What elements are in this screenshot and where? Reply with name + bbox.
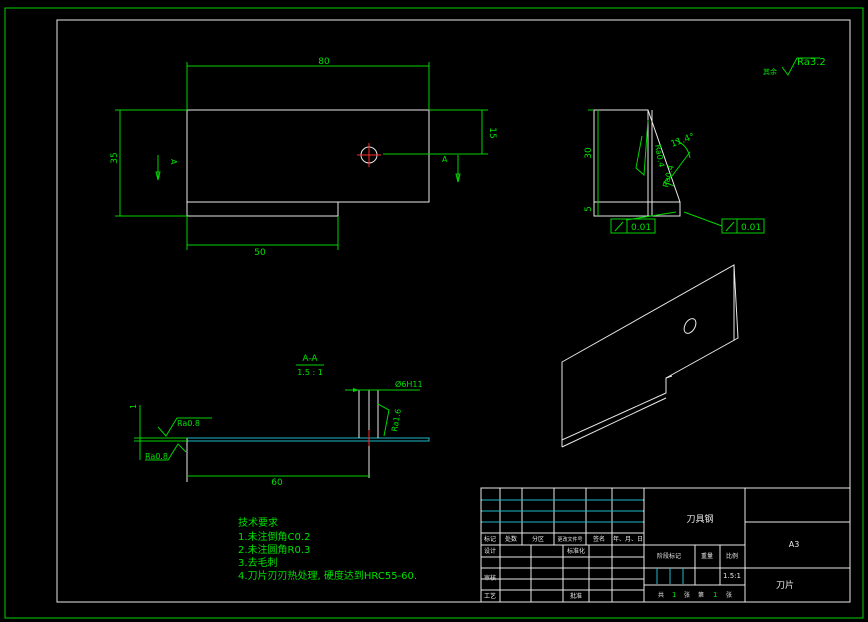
tb-sheets-total: 1: [672, 591, 676, 599]
tb-header: 更改文件号: [557, 536, 582, 543]
tolerance-right: 0.01: [741, 223, 761, 233]
front-view: 80 35 15 50 A A: [110, 57, 497, 258]
tolerance-frame-right: [721, 218, 765, 234]
iso-hole: [683, 318, 697, 334]
outer-frame: [4, 7, 864, 619]
dim-left-height: 35: [110, 152, 120, 163]
tb-sheets-unit1: 张: [684, 591, 690, 599]
tb-header: 年、月、日: [613, 535, 643, 543]
isometric-view: [561, 264, 739, 448]
section-view: A-A 1.5 : 1 Ø6H11 Ra1.6 60 1 Ra0.8 Ra0.8: [129, 354, 430, 488]
tb-sheets-total-label: 共: [658, 591, 664, 599]
tb-stage-label: 阶段标记: [657, 552, 681, 560]
tb-weight-label: 重量: [701, 552, 713, 560]
general-roughness: 其余 Ra3.2: [763, 57, 826, 76]
tb-material: 刀具钢: [686, 513, 713, 525]
side-view: 30 5 11.4° Ra0.4 Ra0.4 0.01 0.01: [584, 109, 765, 234]
section-strip: [186, 437, 430, 442]
roughness-hole: Ra1.6: [390, 408, 403, 432]
section-mark-left: A: [169, 159, 178, 165]
tb-header: 签名: [593, 535, 605, 543]
front-blade-strip: [186, 201, 339, 217]
tb-std: 标准化: [567, 547, 585, 555]
side-body: [593, 109, 681, 217]
tb-header: 标记: [484, 535, 496, 543]
tech-requirements: 技术要求 1.未注倒角C0.2 2.未注圆角R0.3 3.去毛刺 4.刀片刃刃热…: [238, 516, 417, 582]
tech-item: 4.刀片刃刃热处理, 硬度达到HRC55-60.: [238, 569, 417, 582]
front-body: [186, 109, 430, 203]
dim-side-height: 30: [584, 147, 594, 159]
section-title: A-A: [302, 354, 318, 364]
tolerance-frame-left: [610, 218, 656, 234]
roughness-general: Ra3.2: [797, 57, 826, 68]
tb-sheets-unit2: 张: [726, 591, 732, 599]
section-scale: 1.5 : 1: [297, 368, 323, 377]
tb-sheet-no-label: 第: [698, 591, 704, 599]
tech-heading: 技术要求: [238, 516, 278, 529]
roughness-face1: Ra0.4: [653, 144, 666, 168]
inner-frame: [56, 19, 851, 603]
tb-paper-size: A3: [789, 540, 800, 549]
roughness-general-prefix: 其余: [763, 67, 777, 76]
tech-item: 3.去毛刺: [238, 557, 278, 569]
tb-part-name: 刀片: [776, 579, 794, 591]
roughness-sec-top: Ra0.8: [177, 419, 200, 428]
tb-design: 设计: [484, 547, 496, 555]
tolerance-left: 0.01: [631, 223, 651, 233]
dim-section-width: 60: [271, 478, 283, 488]
section-mark-right: A: [442, 155, 448, 164]
dim-hole: Ø6H11: [395, 379, 423, 389]
title-block: 标记 处数 分区 更改文件号 签名 年、月、日 设计 标准化 审核 工艺 批准 …: [480, 487, 851, 603]
tb-approve: 批准: [570, 592, 582, 600]
tb-header: 处数: [505, 535, 517, 543]
tb-scale: 1.5:1: [723, 572, 741, 580]
tb-header: 分区: [532, 535, 544, 543]
roughness-sec-bottom: Ra0.8: [145, 452, 168, 461]
tb-ratio-label: 比例: [726, 552, 738, 560]
dim-bottom-width: 50: [254, 248, 266, 258]
tb-review: 审核: [484, 574, 496, 582]
tech-item: 1.未注倒角C0.2: [238, 530, 310, 543]
dim-angle: 11.4°: [670, 132, 696, 150]
dim-side-step: 5: [584, 206, 594, 212]
dim-section-thk: 1: [129, 404, 138, 409]
iso-top-face: [561, 264, 739, 441]
dim-right-offset: 15: [487, 127, 497, 138]
tb-sheet-no: 1: [713, 591, 717, 599]
dim-top-width: 80: [318, 57, 330, 67]
tech-item: 2.未注圆角R0.3: [238, 543, 310, 556]
tb-process: 工艺: [484, 592, 496, 600]
